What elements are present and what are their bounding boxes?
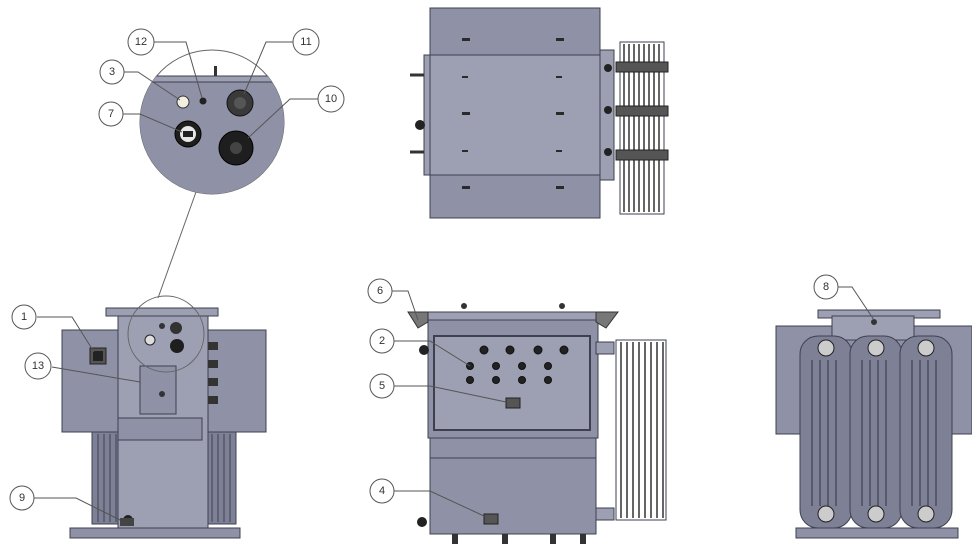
left-base xyxy=(69,527,241,539)
callout-9: 9 xyxy=(9,485,35,511)
callout-7: 7 xyxy=(98,101,124,127)
center-bushings xyxy=(466,345,569,384)
top-view-bushings xyxy=(604,64,612,156)
callout-8-label: 8 xyxy=(823,281,829,293)
callout-leaders xyxy=(34,41,875,521)
callout-1-label: 1 xyxy=(21,311,27,323)
callout-8: 8 xyxy=(813,274,839,300)
callout-3: 3 xyxy=(99,59,125,85)
callout-1: 1 xyxy=(11,304,37,330)
top-view-bracket xyxy=(599,49,615,181)
callout-9-label: 9 xyxy=(19,492,25,504)
right-base xyxy=(795,527,959,539)
center-elevation xyxy=(407,303,667,544)
center-socket-5 xyxy=(505,397,521,409)
detail-zoom xyxy=(139,49,285,195)
top-view-radiator xyxy=(615,41,669,215)
callout-7-label: 7 xyxy=(108,108,114,120)
callout-3-label: 3 xyxy=(109,66,115,78)
callout-5-label: 5 xyxy=(379,380,385,392)
left-side-bushings xyxy=(208,342,218,404)
callout-5: 5 xyxy=(369,373,395,399)
callout-4-label: 4 xyxy=(379,485,385,497)
callout-10: 10 xyxy=(317,85,345,113)
callout-6-label: 6 xyxy=(377,285,383,297)
callout-11-label: 11 xyxy=(300,36,311,48)
callout-13-label: 13 xyxy=(32,360,44,372)
right-radiators xyxy=(799,335,953,529)
center-socket-4 xyxy=(483,513,499,525)
callout-11: 11 xyxy=(292,28,320,56)
detail-leader xyxy=(157,191,197,299)
callout-12-label: 12 xyxy=(135,36,147,48)
callout-2: 2 xyxy=(369,328,395,354)
left-nameplate xyxy=(139,365,177,415)
callout-6: 6 xyxy=(367,278,393,304)
top-view xyxy=(410,7,669,219)
callout-2-label: 2 xyxy=(379,335,385,347)
detail-small-plug xyxy=(199,97,207,105)
center-radiator xyxy=(615,339,667,521)
top-view-left-fittings xyxy=(410,73,425,154)
top-view-marks xyxy=(462,38,564,189)
callout-12: 12 xyxy=(127,28,155,56)
detail-light-indicator xyxy=(176,95,190,109)
top-view-cover xyxy=(423,54,603,176)
left-inset-marker xyxy=(127,295,205,373)
center-lifting-lug-right xyxy=(595,311,619,329)
left-elevation xyxy=(61,295,267,539)
left-cover xyxy=(105,307,219,317)
right-elevation xyxy=(775,309,972,539)
callout-10-label: 10 xyxy=(325,93,337,105)
callout-4: 4 xyxy=(369,478,395,504)
callout-13: 13 xyxy=(24,352,52,380)
center-lower-tank xyxy=(429,437,597,535)
